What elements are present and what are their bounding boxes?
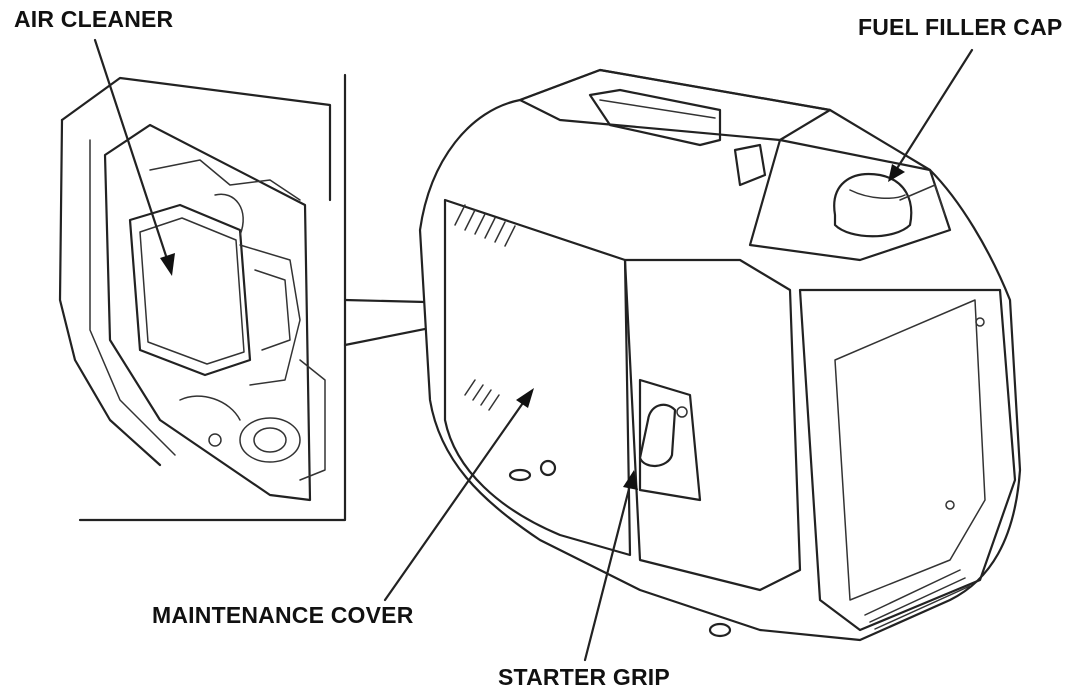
front-panel xyxy=(798,288,1017,632)
inset-opening xyxy=(103,123,312,502)
air-cleaner-label: AIR CLEANER xyxy=(14,6,174,32)
top-surface xyxy=(518,68,832,142)
inset-frame xyxy=(78,73,347,522)
fuel-cap-area xyxy=(748,138,952,262)
inset-housing-left xyxy=(58,118,162,467)
front-vent-slots xyxy=(864,569,971,630)
carry-handle xyxy=(588,88,722,147)
air-cleaner-box xyxy=(128,203,252,377)
foot-front xyxy=(708,622,732,638)
generator-body xyxy=(418,68,1022,642)
leader-arrows xyxy=(93,38,974,662)
foot-rear xyxy=(508,468,532,482)
inset-housing-top xyxy=(60,76,332,202)
air-cleaner-arrow xyxy=(93,38,170,264)
air-cleaner-inset xyxy=(58,73,547,522)
starter-grip-label: STARTER GRIP xyxy=(498,664,670,690)
fuel-cap-arrow xyxy=(894,48,974,172)
fuel-filler-cap-label: FUEL FILLER CAP xyxy=(858,14,1063,40)
side-panel xyxy=(623,258,802,592)
fuel-filler-cap xyxy=(833,172,913,238)
top-vent xyxy=(733,143,767,187)
cover-screw xyxy=(539,459,557,477)
starter-grip xyxy=(638,403,677,467)
maintenance-cover-arrow xyxy=(383,398,527,602)
maintenance-cover xyxy=(443,198,632,557)
generator-outline xyxy=(418,68,1022,642)
maintenance-cover-label: MAINTENANCE COVER xyxy=(152,602,414,628)
starter-grip-arrow xyxy=(583,483,632,662)
cover-vent-slots xyxy=(454,204,516,247)
